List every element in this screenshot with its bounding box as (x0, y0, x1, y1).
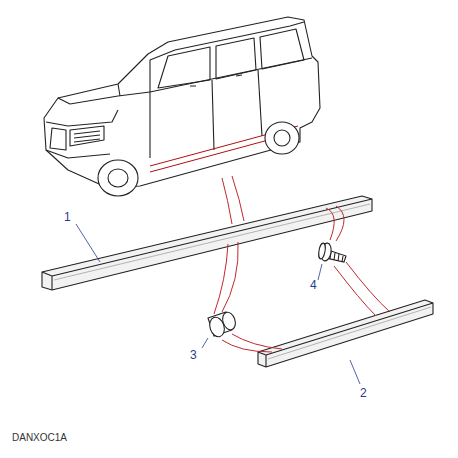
sill-moulding-long (42, 196, 372, 290)
screw-part (318, 242, 346, 262)
drawing-code: DANXOC1A (12, 432, 67, 443)
callout-number: 1 (64, 210, 71, 224)
sill-moulding-short (258, 300, 433, 367)
fitment-leaders (214, 176, 390, 352)
callout-leaders (76, 224, 360, 384)
vehicle-drawing (44, 17, 320, 188)
callout-number: 3 (190, 348, 197, 362)
callout-number: 4 (310, 278, 317, 292)
vehicle-wheels (98, 122, 299, 196)
callout-number: 2 (360, 386, 367, 400)
